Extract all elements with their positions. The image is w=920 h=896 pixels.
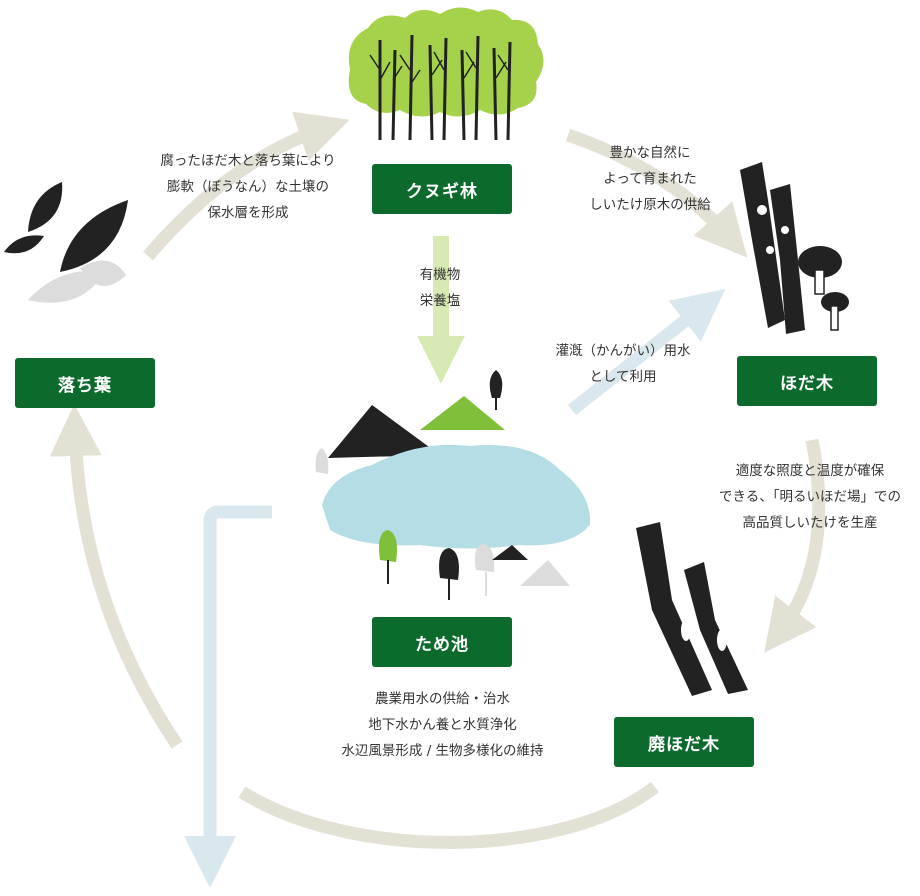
haihodagi-illustration xyxy=(636,522,748,696)
note-line: 腐ったほだ木と落ち葉により xyxy=(160,153,336,169)
note-line: 水辺風景形成 / 生物多様化の維持 xyxy=(341,743,544,759)
note-line: できる、「明るいほだ場」での xyxy=(719,489,901,505)
node-ochiba: 落ち葉 xyxy=(15,358,155,408)
note-line: 地下水かん養と水質浄化 xyxy=(368,717,517,733)
node-hodagi: ほだ木 xyxy=(737,356,877,406)
fallen-leaves-illustration xyxy=(4,182,128,303)
note-line: 栄養塩 xyxy=(419,293,461,309)
note-tameike-functions: 農業用水の供給・治水 地下水かん養と水質浄化 水辺風景形成 / 生物多様化の維持 xyxy=(310,686,575,764)
node-haihodagi: 廃ほだ木 xyxy=(614,717,754,767)
node-kunugi-rin: クヌギ林 xyxy=(372,164,512,214)
arrow-tameike-to-hodagi xyxy=(567,288,726,416)
arrow-haihodagi-to-ochiba xyxy=(238,781,659,849)
arrow-ochiba-to-kunugi xyxy=(143,111,350,261)
kunugi-forest-illustration xyxy=(348,7,544,141)
note-kunugi-to-tameike: 有機物 栄養塩 xyxy=(400,262,480,314)
note-ochiba-to-kunugi: 腐ったほだ木と落ち葉により 膨軟（ぼうなん）な土壌の 保水層を形成 xyxy=(128,148,368,226)
note-line: 灌漑（かんがい）用水 xyxy=(555,343,691,359)
note-line: よって育まれた xyxy=(603,171,697,187)
arrow-kunugi-to-hodagi xyxy=(565,128,748,258)
note-line: しいたけ原木の供給 xyxy=(589,197,711,213)
note-kunugi-to-hodagi: 豊かな自然に よって育まれた しいたけ原木の供給 xyxy=(560,140,740,218)
note-tameike-to-hodagi: 灌漑（かんがい）用水 として利用 xyxy=(528,338,718,390)
arrow-tameike-outflow xyxy=(184,505,272,888)
note-line: 保水層を形成 xyxy=(207,205,289,221)
note-line: として利用 xyxy=(589,369,657,385)
note-line: 農業用水の供給・治水 xyxy=(375,691,510,707)
pond-illustration xyxy=(315,370,591,600)
note-line: 膨軟（ぼうなん）な土壌の xyxy=(167,179,329,195)
note-line: 豊かな自然に xyxy=(609,145,691,161)
note-line: 高品質しいたけを生産 xyxy=(742,515,878,531)
node-tameike: ため池 xyxy=(372,617,512,667)
note-line: 適度な照度と温度が確保 xyxy=(735,463,885,479)
arrow-haihodagi-to-ochiba-up xyxy=(49,404,183,749)
note-line: 有機物 xyxy=(419,267,461,283)
note-hodagi-to-haihodagi: 適度な照度と温度が確保 できる、「明るいほだ場」での 高品質しいたけを生産 xyxy=(700,458,920,536)
hodagi-illustration xyxy=(740,162,849,334)
arrow-hodagi-to-haihodagi xyxy=(764,438,826,653)
